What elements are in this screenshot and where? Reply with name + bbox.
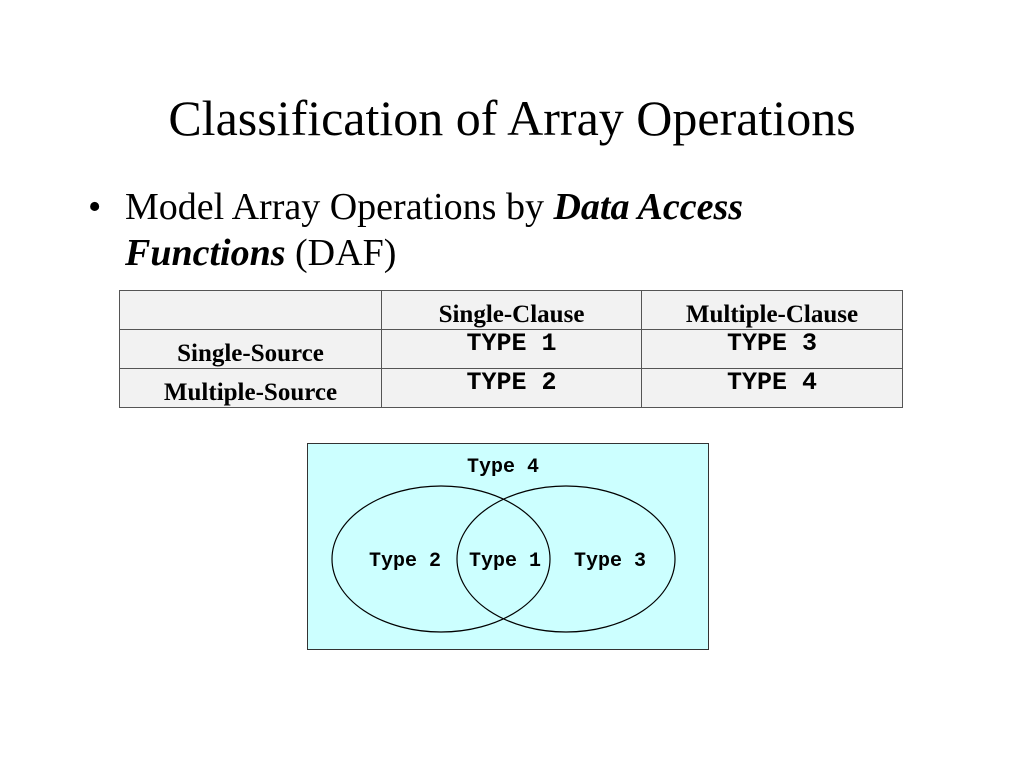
venn-label-type-4: Type 4 [467,456,539,479]
table-row: Multiple-Source TYPE 2 TYPE 4 [119,368,903,408]
venn-diagram: Type 4 Type 2 Type 1 Type 3 [331,456,676,633]
table-cell-type-2: TYPE 2 [381,368,642,408]
bullet-marker: • [88,186,102,228]
table-row: Single-Source TYPE 1 TYPE 3 [119,329,903,369]
venn-label-type-2: Type 2 [369,550,441,573]
venn-diagram-box: Type 4 Type 2 Type 1 Type 3 [307,443,709,650]
table-corner-cell [119,290,382,330]
table-cell-type-4: TYPE 4 [641,368,903,408]
bullet-text-after: (DAF) [285,232,397,274]
bullet-text: Model Array Operations by Data Access Fu… [125,184,885,276]
table-cell-type-1: TYPE 1 [381,329,642,369]
venn-right-circle [456,485,676,633]
table-header-row: Single-Clause Multiple-Clause [119,290,903,330]
row-header-multiple-source: Multiple-Source [119,368,382,408]
daf-classification-table: Single-Clause Multiple-Clause Single-Sou… [119,290,903,408]
bullet-emphasis: Data Access Functions [125,186,744,274]
venn-label-type-3: Type 3 [574,550,646,573]
slide-title: Classification of Array Operations [168,90,856,146]
venn-label-type-1: Type 1 [469,550,541,573]
table-cell-type-3: TYPE 3 [641,329,903,369]
venn-left-circle [331,485,551,633]
bullet-text-before: Model Array Operations by [125,186,554,228]
row-header-single-source: Single-Source [119,329,382,369]
column-header-multiple-clause: Multiple-Clause [641,290,903,330]
column-header-single-clause: Single-Clause [381,290,642,330]
